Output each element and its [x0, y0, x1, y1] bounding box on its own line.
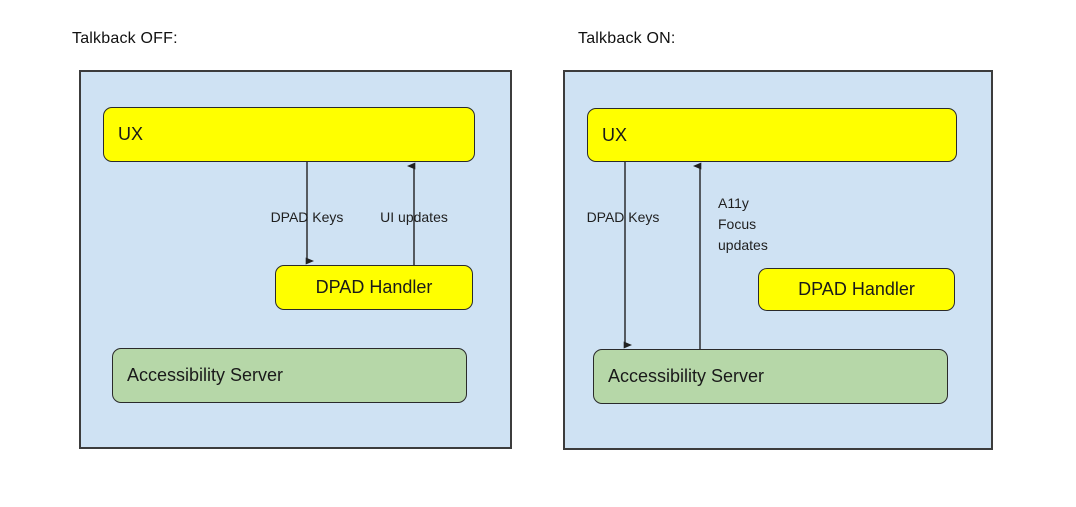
- talkback-on-title: Talkback ON:: [578, 30, 676, 47]
- dpad-handler-box: DPAD Handler: [758, 268, 955, 311]
- ux-box: UX: [103, 107, 475, 162]
- accessibility-server-box: Accessibility Server: [112, 348, 467, 403]
- dpad-keys-label: DPAD Keys: [586, 209, 660, 225]
- talkback-on-panel: UX DPAD Handler Accessibility Server DPA…: [563, 70, 993, 450]
- a11y-focus-updates-label: A11y Focus updates: [718, 193, 768, 256]
- accessibility-server-box: Accessibility Server: [593, 349, 948, 404]
- a11y-label-line-1: A11y: [718, 195, 749, 211]
- ux-box: UX: [587, 108, 957, 162]
- ui-updates-label: UI updates: [380, 209, 448, 225]
- dpad-handler-box: DPAD Handler: [275, 265, 473, 310]
- talkback-off-title: Talkback OFF:: [72, 30, 178, 47]
- a11y-label-line-3: updates: [718, 237, 768, 253]
- dpad-keys-label: DPAD Keys: [270, 209, 344, 225]
- a11y-label-line-2: Focus: [718, 216, 757, 232]
- talkback-off-panel: UX DPAD Handler Accessibility Server DPA…: [79, 70, 512, 449]
